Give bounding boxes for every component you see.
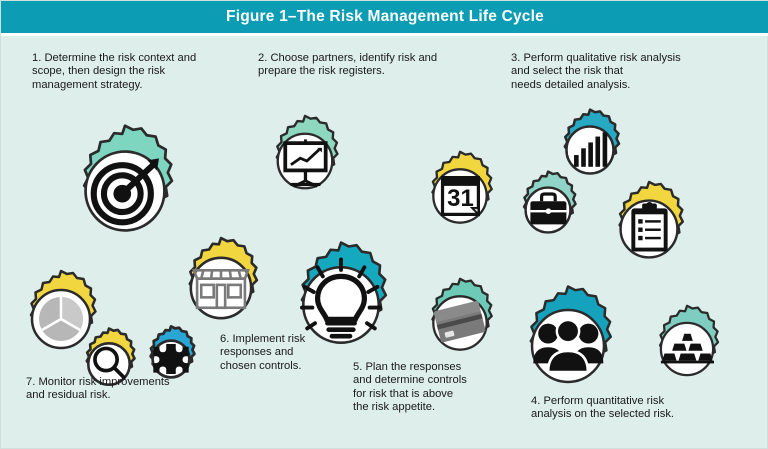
step-label-4: 4. Perform quantitative risk analysis on…	[531, 395, 753, 422]
page-title: Figure 1–The Risk Management Life Cycle	[226, 8, 544, 25]
step-label-3: 3. Perform qualitative risk analysis and…	[511, 52, 746, 92]
gear-presentation	[258, 114, 352, 208]
gear-lightbulb	[276, 240, 406, 370]
presentation-icon	[283, 139, 328, 188]
people-icon	[533, 318, 604, 374]
step-number-4: 4.	[531, 395, 541, 407]
gear-people	[506, 284, 630, 408]
target-icon	[90, 162, 154, 226]
diagram-canvas: 31	[1, 36, 768, 449]
title-divider	[1, 33, 768, 36]
step-number-1: 1.	[32, 52, 42, 64]
step-label-1: 1. Determine the risk context and scope,…	[32, 52, 247, 92]
step-text-6: Implement risk responses and chosen cont…	[220, 333, 306, 372]
step-number-3: 3.	[511, 52, 521, 64]
step-text-3: Perform qualitative risk analysis and se…	[511, 52, 681, 91]
svg-text:31: 31	[447, 185, 474, 212]
lightbulb-rays-icon	[300, 257, 382, 331]
gear-magnifier	[72, 327, 146, 401]
gear-pie-chart	[11, 269, 111, 369]
figure-title-bar: Figure 1–The Risk Management Life Cycle	[1, 1, 768, 33]
briefcase-icon	[530, 192, 567, 225]
step-text-1: Determine the risk context and scope, th…	[32, 52, 197, 91]
step-number-2: 2.	[258, 52, 268, 64]
step-label-7: 7. Monitor risk improvements and residua…	[26, 376, 231, 403]
gear-credit-card	[414, 277, 506, 369]
bar-chart-icon	[574, 132, 608, 167]
gear-puzzle	[137, 325, 205, 393]
gear-gold-bars	[642, 304, 732, 394]
magnifier-icon	[93, 346, 126, 380]
lightbulb-icon	[300, 257, 382, 339]
target-arrow-icon	[119, 158, 159, 197]
step-number-6: 6.	[220, 333, 230, 345]
gold-bars-icon	[660, 333, 714, 364]
step-text-2: Choose partners, identify risk and prepa…	[258, 52, 438, 78]
gear-target	[57, 123, 193, 259]
clipboard-icon	[631, 202, 668, 252]
step-text-7: Monitor risk improvements and residual r…	[26, 376, 170, 402]
gear-calendar: 31	[414, 150, 506, 242]
step-text-4: Perform quantitative risk analysis on th…	[531, 395, 675, 421]
gear-bar-chart	[548, 108, 632, 192]
gear-briefcase	[508, 170, 588, 250]
step-text-5: Plan the responses and determine control…	[353, 361, 467, 414]
storefront-icon	[192, 269, 250, 310]
gear-storefront	[169, 236, 273, 340]
pie-chart-icon	[39, 297, 83, 341]
puzzle-icon	[153, 344, 189, 374]
step-label-6: 6. Implement risk responses and chosen c…	[220, 333, 360, 373]
gear-clipboard	[600, 180, 698, 278]
step-number-7: 7.	[26, 376, 36, 388]
calendar-icon: 31	[440, 175, 481, 217]
step-label-2: 2. Choose partners, identify risk and pr…	[258, 52, 480, 79]
credit-card-icon	[433, 300, 486, 343]
step-label-5: 5. Plan the responses and determine cont…	[353, 361, 513, 415]
step-number-5: 5.	[353, 361, 363, 373]
